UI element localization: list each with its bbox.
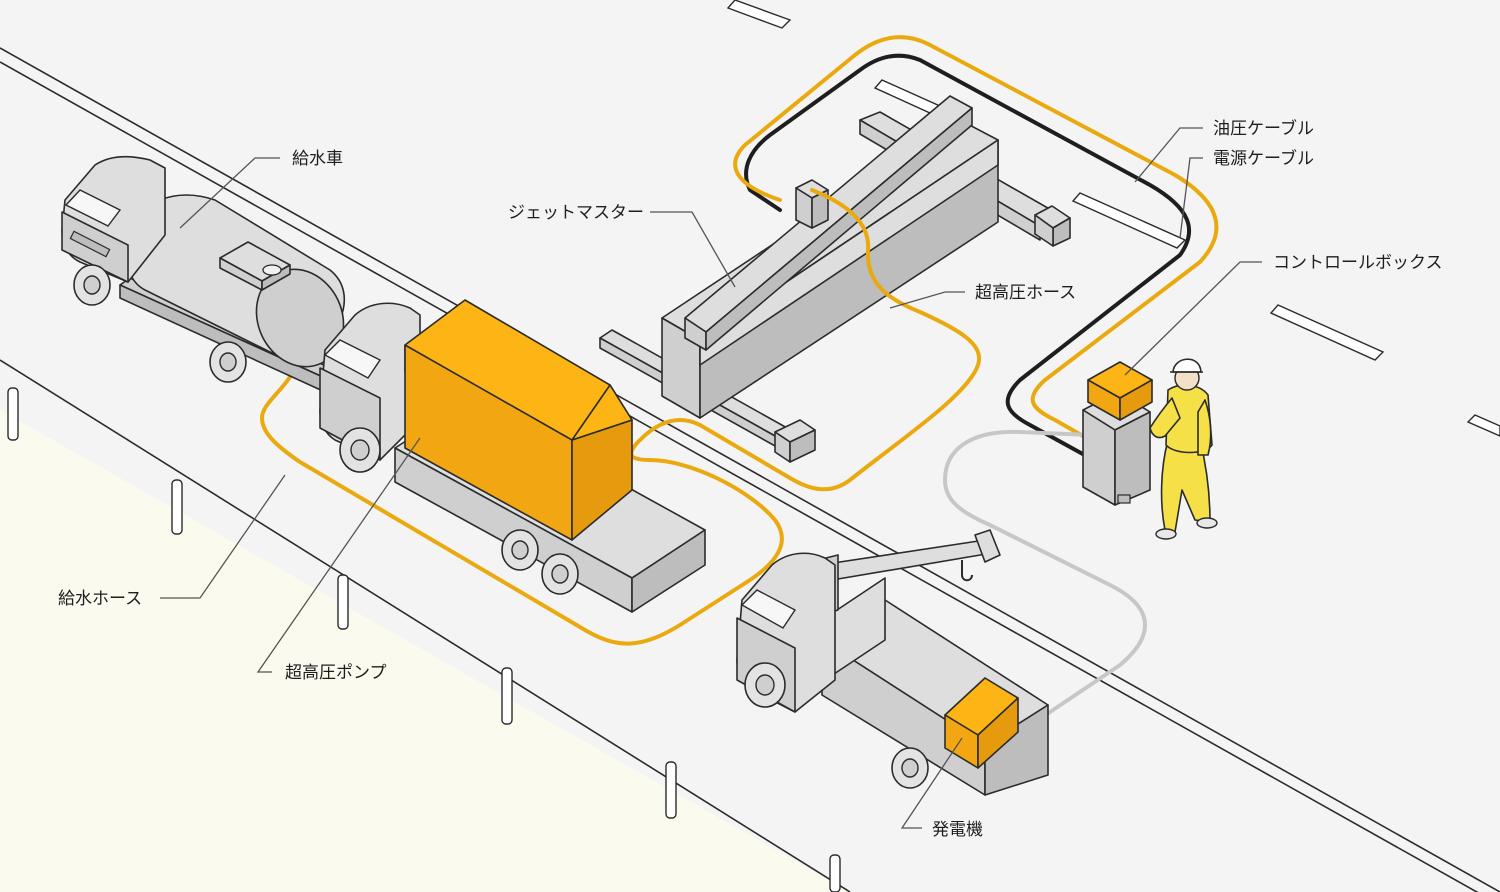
road-edge-line-inner <box>0 61 1479 892</box>
label-uhp-pump: 超高圧ポンプ <box>285 663 387 683</box>
bollard <box>665 761 677 819</box>
power-cable <box>733 35 1219 442</box>
label-jet-master: ジェットマスター <box>508 203 644 223</box>
bollard <box>501 667 513 725</box>
leader-lines <box>160 127 1262 829</box>
labels: 給水車 ジェットマスター 油圧ケーブル 電源ケーブル コントロールボックス 超高… <box>58 118 1443 840</box>
label-power-cable: 電源ケーブル <box>1213 148 1314 169</box>
label-control-box: コントロールボックス <box>1273 253 1443 273</box>
crane-truck <box>736 529 1049 796</box>
curb-line <box>0 359 851 892</box>
bollard <box>171 479 183 535</box>
uhp-hose <box>260 188 982 646</box>
label-generator: 発電機 <box>932 820 983 840</box>
control-box <box>1082 361 1153 506</box>
sidewalk <box>0 410 850 892</box>
water-supply-truck <box>61 155 346 393</box>
label-water-hose: 給水ホース <box>58 589 142 609</box>
label-water-truck: 給水車 <box>292 149 343 169</box>
hydraulic-cable <box>744 53 1192 460</box>
label-hydraulic-cable: 油圧ケーブル <box>1213 118 1314 139</box>
worker-figure <box>1149 358 1218 540</box>
bollard <box>829 854 841 892</box>
jet-master-machine <box>599 95 1071 463</box>
bollard <box>337 574 349 630</box>
bollard <box>7 387 19 441</box>
road-edge-line-outer <box>0 47 1500 892</box>
bollards <box>7 387 841 892</box>
uhp-pump-truck <box>319 299 706 613</box>
label-uhp-hose: 超高圧ホース <box>975 283 1076 303</box>
